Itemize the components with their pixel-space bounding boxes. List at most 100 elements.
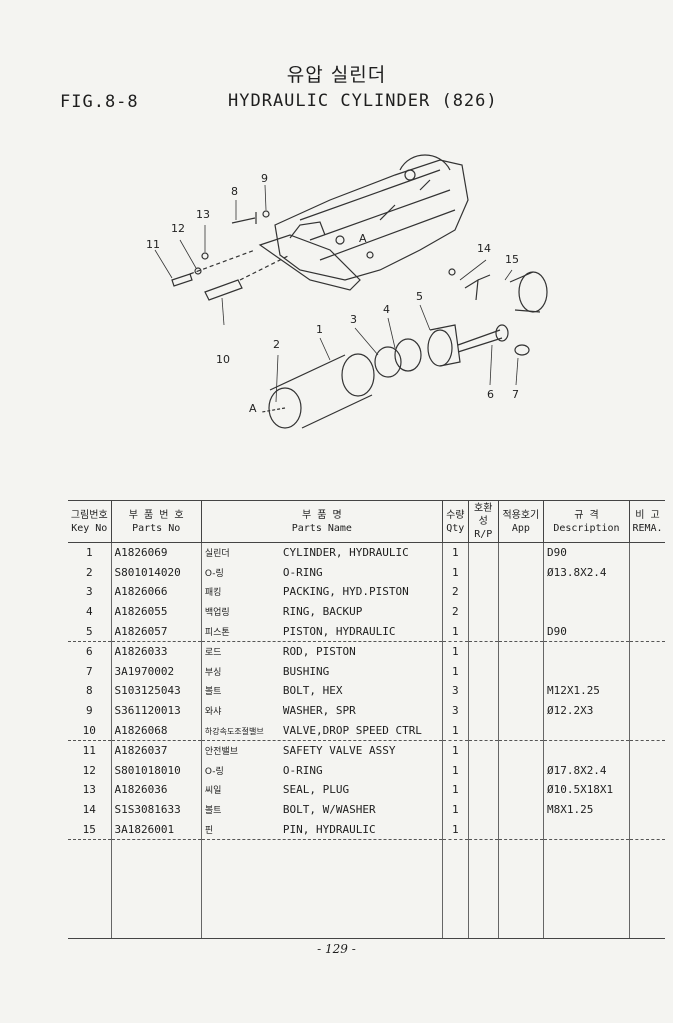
cell-app <box>497 542 544 563</box>
cell-key: 4 <box>85 605 93 619</box>
page-number: - 129 - <box>317 942 356 956</box>
callout-2: 2 <box>273 338 280 351</box>
callout-8: 8 <box>231 185 238 198</box>
cell-part-no: A1826037 <box>110 740 202 761</box>
cell-qty: 3 <box>441 700 469 721</box>
cell-app <box>497 661 544 682</box>
cell-qty: 2 <box>441 582 469 602</box>
cell-qty: 1 <box>441 720 469 741</box>
figure-number: FIG.8-8 <box>60 92 139 112</box>
cell-desc: M12X1.25 <box>542 681 630 701</box>
cell-qty: 1 <box>441 819 469 840</box>
cell-part-no: A1826055 <box>110 601 202 622</box>
cell-part-no: 3A1826001 <box>110 819 202 840</box>
callout-4: 4 <box>383 303 390 316</box>
cell-desc: Ø10.5X18X1 <box>542 780 630 800</box>
table-row-empty <box>68 859 665 880</box>
cell-part-no: A1826036 <box>110 780 202 800</box>
cell-key: 1 <box>85 546 93 560</box>
cell-rp <box>467 641 499 662</box>
cell-app <box>497 582 544 602</box>
cell-part-no: 3A1970002 <box>110 661 202 682</box>
cell-qty: 1 <box>441 661 469 682</box>
cell-key: 10 <box>68 720 112 741</box>
cell-rp <box>467 621 499 642</box>
cell-key: 2 <box>85 565 93 579</box>
cell-rp <box>467 720 499 741</box>
cell-qty: 1 <box>441 740 469 761</box>
cell-rp <box>467 780 499 800</box>
cell-app <box>497 641 544 662</box>
cell-app <box>497 700 544 721</box>
cell-rema <box>628 562 665 583</box>
table-row-empty <box>68 839 665 860</box>
cell-qty: 3 <box>441 681 469 701</box>
cell-qty: 1 <box>441 542 469 563</box>
cell-rema <box>628 780 665 800</box>
callout-13: 13 <box>196 208 210 221</box>
callout-5: 5 <box>416 290 423 303</box>
transmission-housing-drawing <box>258 154 469 291</box>
leader-lines <box>154 184 519 403</box>
cell-rema <box>628 799 665 820</box>
callout-3: 3 <box>350 313 357 326</box>
cell-part-no: S1S3081633 <box>110 799 202 820</box>
cell-qty: 1 <box>441 780 469 800</box>
cell-desc <box>542 720 630 741</box>
cell-app <box>497 621 544 642</box>
callout-a-cylinder: A <box>249 402 257 415</box>
cell-key: 12 <box>82 763 96 777</box>
callout-6: 6 <box>487 388 494 401</box>
callout-11: 11 <box>146 238 160 251</box>
cell-part-no: A1826068 <box>110 720 202 741</box>
cell-rp <box>467 681 499 701</box>
cell-app <box>497 819 544 840</box>
cell-desc <box>542 661 630 682</box>
page-title-english: HYDRAULIC CYLINDER (826) <box>228 91 498 111</box>
cell-app <box>497 799 544 820</box>
diagram-callouts: 1 2 3 4 5 6 7 8 9 10 11 12 13 14 15 A A <box>146 172 519 415</box>
callout-12: 12 <box>171 222 185 235</box>
cell-key: 6 <box>85 645 93 659</box>
exploded-parts-diagram: 1 2 3 4 5 6 7 8 9 10 11 12 13 14 15 A A <box>146 154 548 429</box>
cell-rp <box>467 542 499 563</box>
cell-part-no: S801018010 <box>110 760 202 781</box>
cell-rema <box>628 819 665 840</box>
cell-desc: Ø13.8X2.4 <box>542 562 630 583</box>
callout-9: 9 <box>261 172 268 185</box>
cell-part-no: A1826069 <box>110 542 202 563</box>
cell-rema <box>628 661 665 682</box>
cell-desc <box>542 740 630 761</box>
cell-part-no: S103125043 <box>110 681 202 701</box>
table-row-empty <box>68 918 665 939</box>
callout-15: 15 <box>505 253 519 266</box>
cell-part-no: S361120013 <box>110 700 202 721</box>
callout-7: 7 <box>512 388 519 401</box>
page-title-korean: 유압 실린더 <box>286 64 387 86</box>
cell-desc: M8X1.25 <box>542 799 630 820</box>
